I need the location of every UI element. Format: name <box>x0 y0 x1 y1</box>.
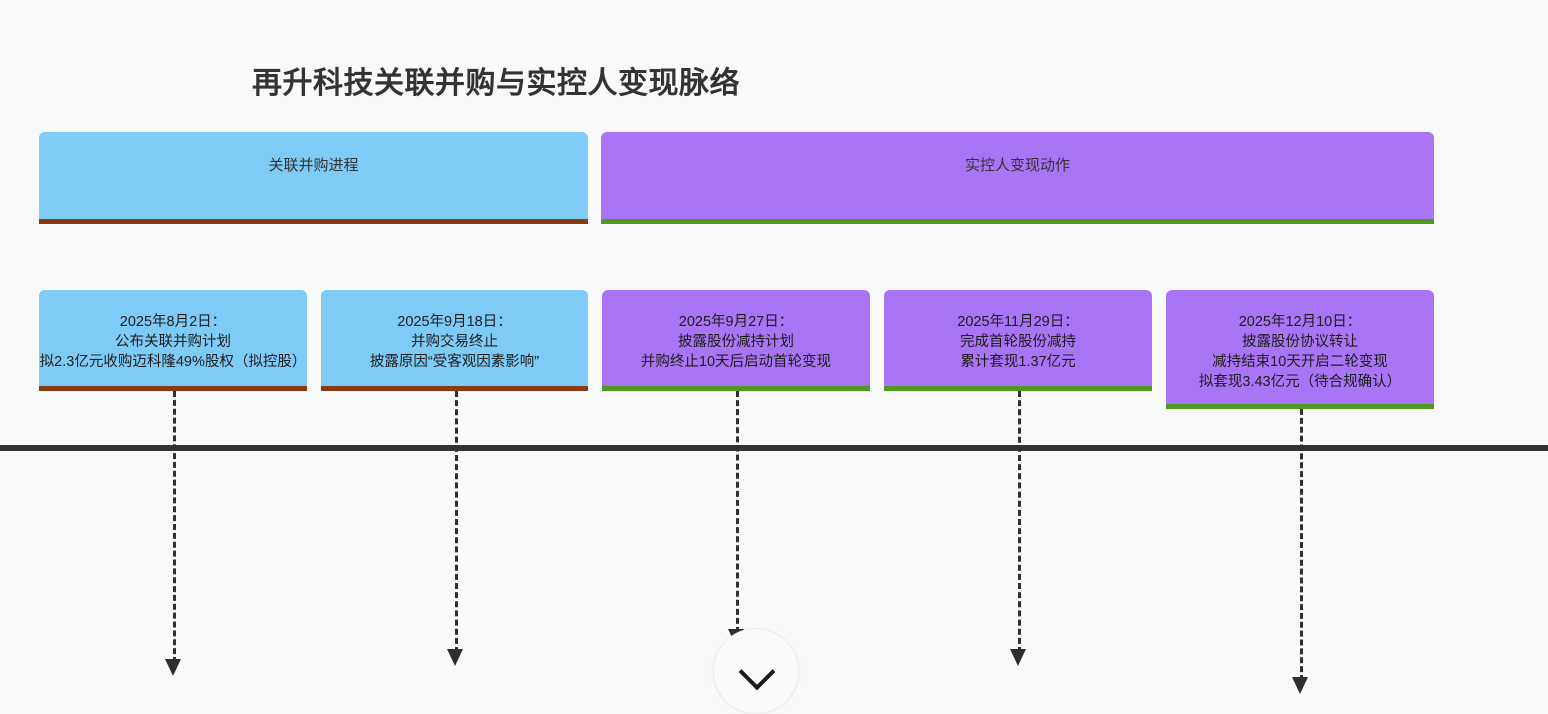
chevron-down-icon <box>738 653 776 691</box>
event-connector-line <box>173 391 176 663</box>
arrow-down-icon <box>1010 649 1026 666</box>
lane-header-cashout-label: 实控人变现动作 <box>964 157 1070 174</box>
arrow-down-icon <box>447 649 463 666</box>
page-title: 再升科技关联并购与实控人变现脉络 <box>252 67 740 100</box>
event-date: 2025年12月10日： <box>1238 314 1362 330</box>
event-line-2: 披露股份减持计划 <box>678 334 794 350</box>
event-date: 2025年8月2日： <box>119 314 227 330</box>
event-line-2: 披露股份协议转让 <box>1242 334 1358 350</box>
event-date: 2025年9月27日： <box>678 314 794 330</box>
event-line-2: 公布关联并购计划 <box>115 334 231 350</box>
lane-header-merger-label: 关联并购进程 <box>268 157 359 174</box>
timeline-event-card[interactable]: 2025年11月29日： 完成首轮股份减持 累计套现1.37亿元 <box>884 290 1152 391</box>
event-line-2: 并购交易终止 <box>411 334 498 350</box>
event-connector-line <box>1018 391 1021 653</box>
event-connector-line <box>736 391 739 633</box>
event-connector-line <box>455 391 458 653</box>
event-date: 2025年11月29日： <box>957 314 1079 330</box>
lane-header-merger: 关联并购进程 <box>39 132 588 224</box>
timeline-axis <box>0 445 1548 451</box>
timeline-event-card[interactable]: 2025年12月10日： 披露股份协议转让 减持结束10天开启二轮变现 拟套现3… <box>1166 290 1434 409</box>
timeline-event-card[interactable]: 2025年9月18日： 并购交易终止 披露原因“受客观因素影响” <box>321 290 588 391</box>
event-date: 2025年9月18日： <box>397 314 512 330</box>
event-line-3: 拟2.3亿元收购迈科隆49%股权（拟控股） <box>39 354 307 370</box>
event-line-3: 累计套现1.37亿元 <box>960 354 1076 370</box>
event-line-2: 完成首轮股份减持 <box>960 334 1076 350</box>
event-line-3: 并购终止10天后启动首轮变现 <box>640 354 832 370</box>
event-line-3: 减持结束10天开启二轮变现 <box>1212 354 1388 370</box>
event-line-4: 拟套现3.43亿元（待合规确认） <box>1198 374 1402 390</box>
scroll-down-button[interactable] <box>713 628 799 714</box>
timeline-event-card[interactable]: 2025年8月2日： 公布关联并购计划 拟2.3亿元收购迈科隆49%股权（拟控股… <box>39 290 307 391</box>
arrow-down-icon <box>1292 677 1308 694</box>
lane-header-cashout: 实控人变现动作 <box>601 132 1434 224</box>
arrow-down-icon <box>165 659 181 676</box>
timeline-event-card[interactable]: 2025年9月27日： 披露股份减持计划 并购终止10天后启动首轮变现 <box>602 290 870 391</box>
event-connector-line <box>1300 409 1303 681</box>
event-line-3: 披露原因“受客观因素影响” <box>369 354 540 370</box>
